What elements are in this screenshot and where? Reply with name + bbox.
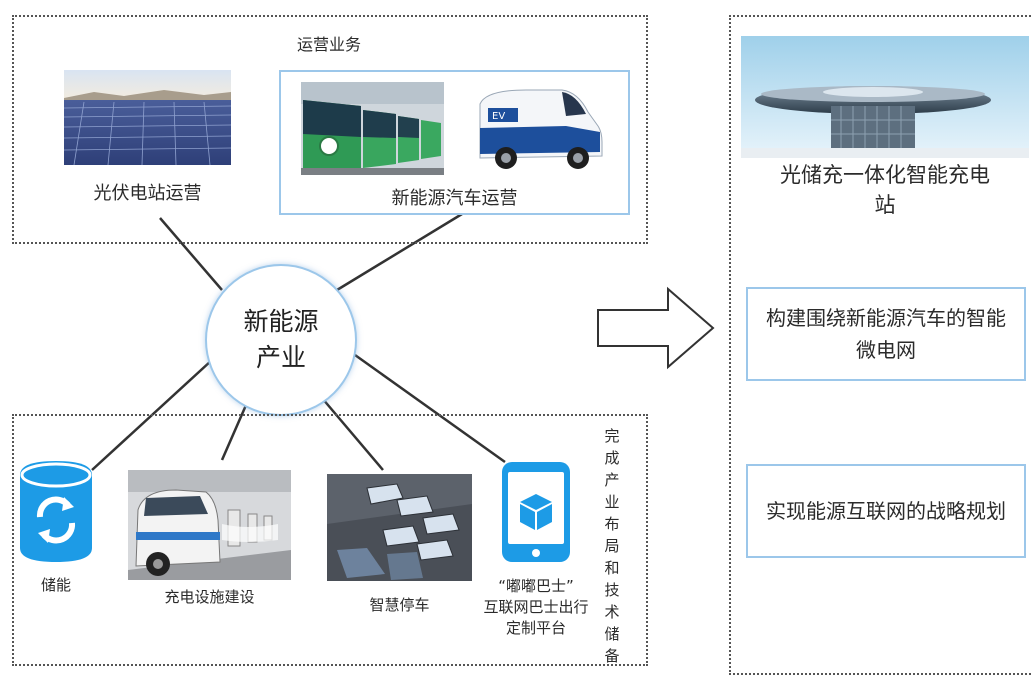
energy-internet-label: 实现能源互联网的战略规划 bbox=[766, 499, 1006, 523]
storage-icon bbox=[18, 459, 94, 564]
svg-text:EV: EV bbox=[492, 111, 505, 122]
connector-line-app bbox=[354, 353, 506, 464]
app-label-line-2: 互联网巴士出行 bbox=[483, 598, 589, 616]
microgrid-label: 构建围绕新能源汽车的智能微电网 bbox=[766, 306, 1006, 362]
layout-vertical-text: 完成产业布局和技术储备 bbox=[604, 427, 620, 665]
integrated-station-label: 光储充一体化智能充电站 bbox=[741, 160, 1029, 220]
ev-operation-label: 新能源汽车运营 bbox=[391, 188, 518, 209]
parking-label: 智慧停车 bbox=[369, 596, 430, 614]
integrated-station-image bbox=[741, 36, 1029, 158]
right-arrow-outline-icon bbox=[596, 286, 716, 370]
energy-internet-box: 实现能源互联网的战略规划 bbox=[746, 464, 1026, 558]
operations-title: 运营业务 bbox=[296, 35, 361, 54]
smartphone-cube-icon bbox=[500, 460, 572, 564]
charging-station-image bbox=[128, 470, 291, 580]
new-energy-hub: 新能源 产业 bbox=[205, 264, 357, 416]
connector-line-pv bbox=[159, 217, 223, 291]
hub-line-1: 新能源 bbox=[243, 307, 319, 336]
charging-label: 充电设施建设 bbox=[164, 588, 255, 606]
operations-box bbox=[12, 15, 648, 244]
integrated-station-text: 光储充一体化智能充电站 bbox=[780, 163, 990, 217]
connector-line-ev bbox=[336, 212, 463, 292]
electric-van-image: EV bbox=[466, 82, 606, 175]
app-label-line-1: “嘟嘟巴士” bbox=[498, 577, 574, 595]
app-label: “嘟嘟巴士” 互联网巴士出行 定制平台 bbox=[472, 575, 600, 638]
electric-bus-image bbox=[301, 82, 444, 175]
app-label-line-3: 定制平台 bbox=[505, 619, 566, 637]
smart-parking-image bbox=[327, 474, 472, 581]
pv-station-image bbox=[64, 70, 231, 165]
microgrid-box: 构建围绕新能源汽车的智能微电网 bbox=[746, 287, 1026, 381]
hub-line-2: 产业 bbox=[255, 343, 306, 372]
pv-station-label: 光伏电站运营 bbox=[93, 183, 202, 204]
connector-line-parking bbox=[321, 397, 384, 471]
storage-label: 储能 bbox=[40, 576, 71, 594]
